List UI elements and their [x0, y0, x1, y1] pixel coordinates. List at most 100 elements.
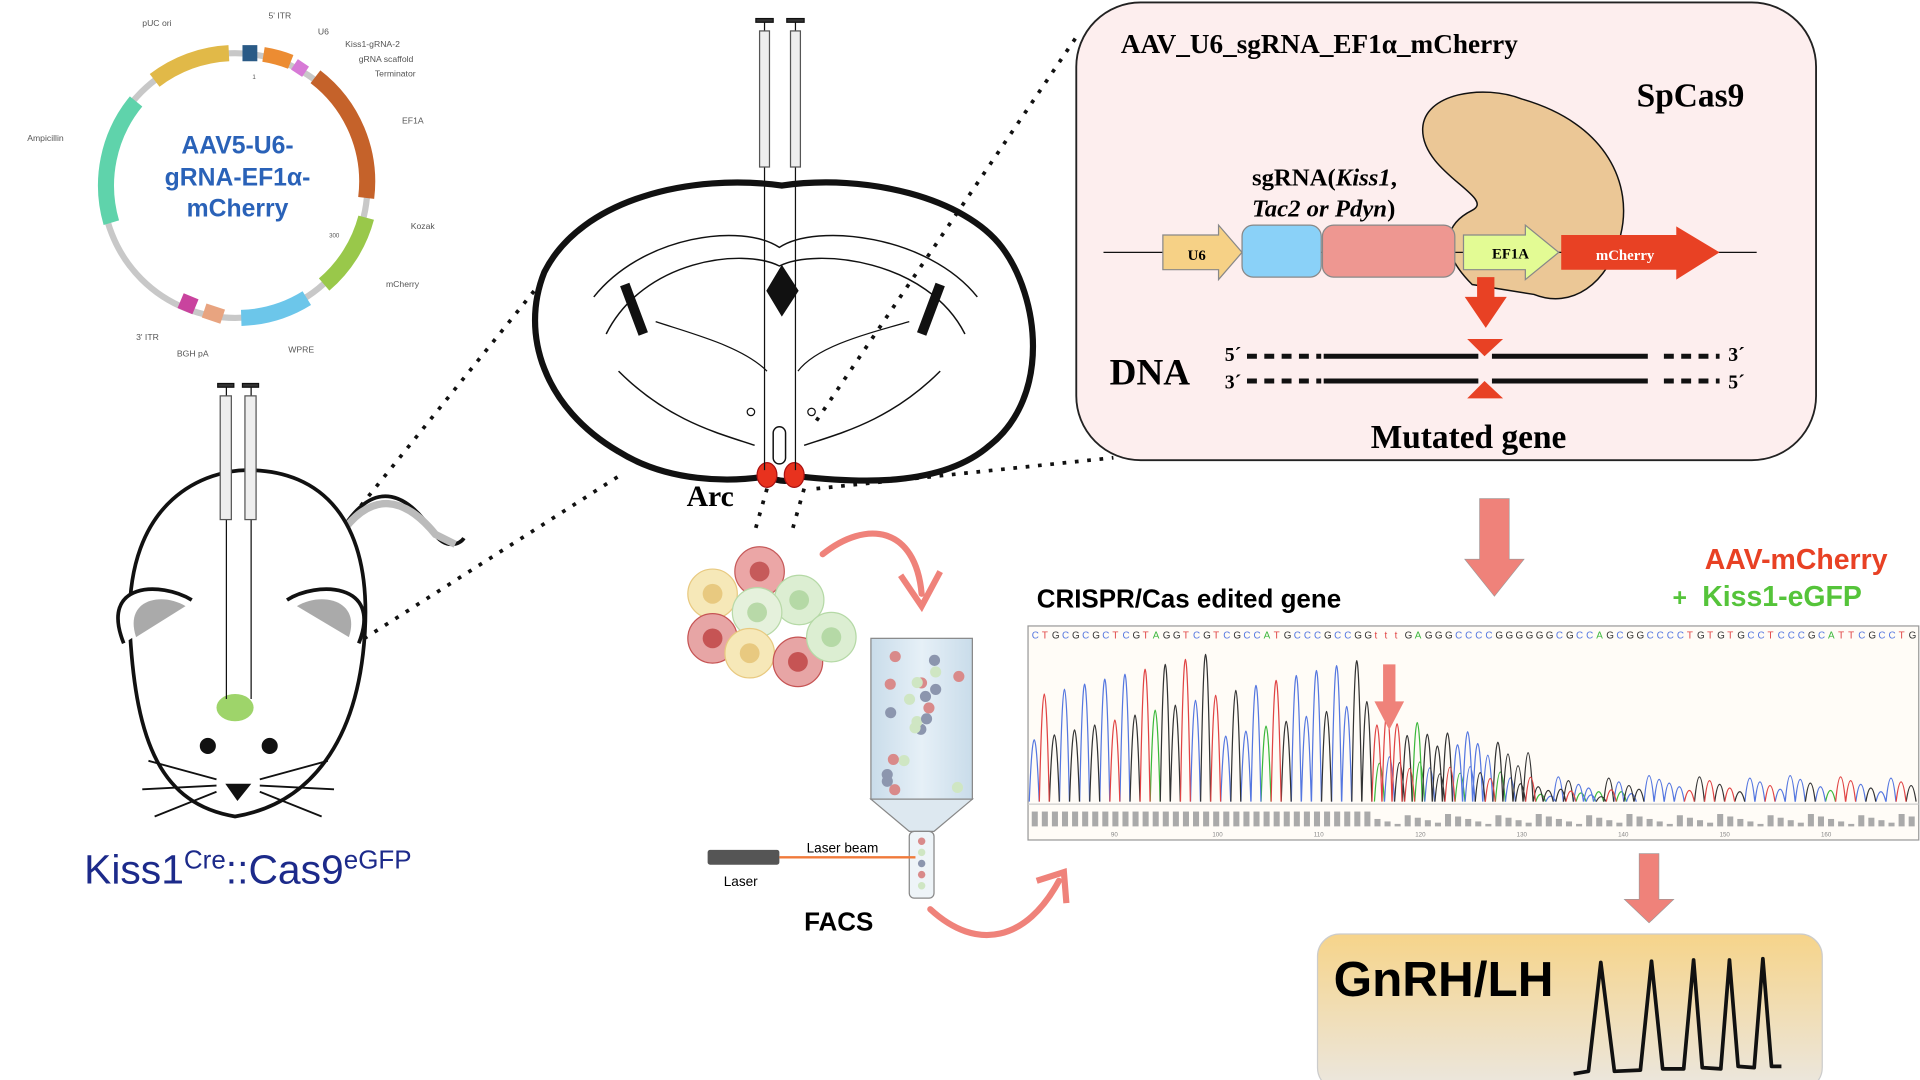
tube-cell: [885, 707, 897, 719]
base-call: G: [1526, 630, 1534, 641]
quality-bar: [1676, 815, 1683, 827]
base-call: G: [1052, 630, 1060, 641]
quality-bar: [1525, 822, 1532, 827]
quality-bar: [1626, 814, 1633, 827]
trace-A: [1149, 709, 1837, 802]
quality-bar: [1203, 811, 1210, 827]
quality-bar: [1828, 818, 1835, 827]
base-call: G: [1092, 630, 1100, 641]
axis-tick: 90: [1111, 831, 1118, 838]
quality-bar: [1848, 823, 1855, 827]
base-call: T: [1899, 630, 1905, 641]
base-call: C: [1757, 630, 1764, 641]
plasmid-title-line3: mCherry: [187, 195, 289, 222]
u6-element: [1162, 223, 1243, 282]
dna-bottom-5prime: 5´: [1728, 371, 1744, 393]
quality-bar: [1495, 815, 1502, 827]
cell-nucleus: [702, 628, 723, 649]
quality-bar: [1515, 820, 1522, 827]
dotted-connectors: [258, 36, 1114, 707]
quality-bar: [1233, 811, 1240, 827]
edit-site-arrow-icon: [1374, 664, 1405, 730]
base-call: C: [1616, 630, 1623, 641]
base-call: C: [1455, 630, 1462, 641]
base-call: C: [1304, 630, 1311, 641]
base-call: C: [1667, 630, 1674, 641]
quality-bar: [1424, 820, 1431, 827]
quality-bar: [1072, 811, 1079, 827]
curved-arrow-to-facs: [819, 530, 925, 597]
quality-bar: [1666, 823, 1673, 827]
quality-bar: [1253, 811, 1260, 827]
base-call: G: [1495, 630, 1503, 641]
base-call: C: [1344, 630, 1351, 641]
base-call: A: [1828, 630, 1835, 641]
quality-bar: [1293, 811, 1300, 827]
axis-tick: 130: [1517, 831, 1528, 838]
sgrna-scaffold-element: [1321, 224, 1456, 278]
axis-tick: 150: [1720, 831, 1731, 838]
base-call: C: [1747, 630, 1754, 641]
dna-bottom-3prime: 3´: [1225, 371, 1241, 393]
base-call: G: [1435, 630, 1443, 641]
base-call: G: [1536, 630, 1544, 641]
base-call: C: [1314, 630, 1321, 641]
u6-element-label: U6: [1188, 248, 1206, 264]
ef1a-element-label: EF1A: [1492, 247, 1529, 263]
base-call: T: [1143, 630, 1149, 641]
base-call: C: [1647, 630, 1654, 641]
base-call: C: [1032, 630, 1039, 641]
quality-bar: [1656, 821, 1663, 827]
base-call: G: [1445, 630, 1453, 641]
stream-cell: [917, 870, 926, 879]
spcas9-label: SpCas9: [1637, 77, 1745, 114]
quality-bar: [1465, 818, 1472, 827]
label-u6: U6: [318, 27, 329, 37]
cut-site-bottom-icon: [1467, 381, 1504, 399]
base-call: G: [1909, 630, 1917, 641]
base-call: G: [1626, 630, 1634, 641]
quality-bar: [1162, 811, 1169, 827]
quality-bar: [1344, 811, 1351, 827]
quality-bar: [1707, 822, 1714, 827]
mutated-gene-label: Mutated gene: [1371, 419, 1567, 456]
base-call: C: [1082, 630, 1089, 641]
base-call: G: [1425, 630, 1433, 641]
laser-label: Laser: [724, 874, 758, 889]
quality-bar: [1112, 811, 1119, 827]
base-call: T: [1213, 630, 1219, 641]
base-call: C: [1475, 630, 1482, 641]
quality-bar: [1868, 817, 1875, 827]
quality-bar: [1606, 820, 1613, 827]
brain-syringes: [755, 17, 805, 471]
base-call: G: [1868, 630, 1876, 641]
quality-bar: [1324, 811, 1331, 827]
quality-bar: [1303, 811, 1310, 827]
quality-bar: [1374, 818, 1381, 827]
quality-bar: [1535, 814, 1542, 827]
base-call: G: [1324, 630, 1332, 641]
facs-label: FACS: [804, 906, 873, 936]
base-call: t: [1395, 630, 1398, 641]
base-call: C: [1878, 630, 1885, 641]
quality-bar: [1908, 816, 1915, 827]
quality-bar: [1455, 816, 1462, 827]
quality-bar: [1313, 811, 1321, 827]
tube-cell: [930, 666, 942, 678]
tube-cell: [953, 670, 965, 682]
base-call: G: [1737, 630, 1745, 641]
base-call: C: [1586, 630, 1593, 641]
quality-bar: [1394, 823, 1401, 827]
quality-bar: [1404, 815, 1411, 827]
base-call: A: [1153, 630, 1160, 641]
label-puc-ori: pUC ori: [142, 18, 171, 28]
quality-bar: [1717, 814, 1724, 827]
base-call: G: [1364, 630, 1372, 641]
facs-tube: [869, 637, 975, 899]
quality-bar: [1122, 811, 1129, 827]
quality-bar: [1858, 815, 1865, 827]
mcherry-element: [1561, 226, 1720, 280]
base-call: G: [1173, 630, 1181, 641]
cell-nucleus: [739, 643, 760, 664]
